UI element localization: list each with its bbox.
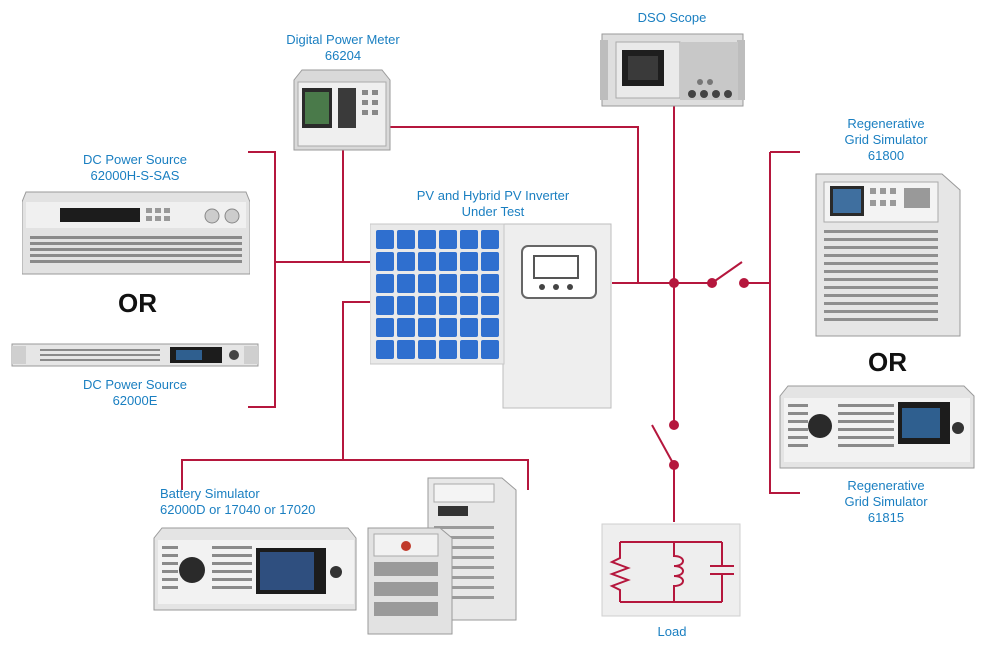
battery-label: Battery Simulator 62000D or 17040 or 170… bbox=[160, 486, 340, 518]
dc-source-1-device bbox=[22, 191, 250, 275]
grid-2-model: 61815 bbox=[867, 510, 905, 525]
grid-2-label: Regenerative Grid Simulator 61815 bbox=[826, 478, 946, 526]
solar-cell bbox=[439, 252, 457, 271]
dc-source-2-name: DC Power Source bbox=[82, 377, 188, 392]
solar-cell bbox=[397, 274, 415, 293]
solar-cell bbox=[376, 274, 394, 293]
solar-cell bbox=[460, 318, 478, 337]
solar-cell bbox=[376, 340, 394, 359]
dc-source-2-device bbox=[11, 343, 259, 367]
or-text-left: OR bbox=[118, 288, 157, 318]
solar-cell bbox=[481, 340, 499, 359]
dso-label: DSO Scope bbox=[637, 10, 707, 25]
battery-name: Battery Simulator bbox=[160, 486, 260, 501]
solar-cell bbox=[481, 296, 499, 315]
power-meter-label: Digital Power Meter 66204 bbox=[278, 32, 408, 64]
solar-cell bbox=[460, 230, 478, 249]
switch-contact bbox=[669, 420, 679, 430]
solar-cell bbox=[418, 296, 436, 315]
solar-cell bbox=[418, 318, 436, 337]
dc-source-2-label: DC Power Source 62000E bbox=[70, 377, 200, 409]
dc-source-2-model: 62000E bbox=[112, 393, 158, 408]
solar-cell bbox=[481, 318, 499, 337]
solar-cell bbox=[439, 340, 457, 359]
junction-dot bbox=[669, 278, 679, 288]
solar-cell bbox=[397, 296, 415, 315]
switch-contact bbox=[669, 460, 679, 470]
solar-cell bbox=[439, 274, 457, 293]
grid-2-type: Grid Simulator bbox=[844, 494, 928, 509]
pv-inverter-subtitle: Under Test bbox=[461, 204, 525, 219]
solar-cell bbox=[439, 296, 457, 315]
solar-cell bbox=[439, 230, 457, 249]
solar-cell bbox=[418, 230, 436, 249]
solar-cell bbox=[439, 318, 457, 337]
solar-cell bbox=[481, 252, 499, 271]
power-meter-name: Digital Power Meter bbox=[286, 32, 400, 47]
solar-cell bbox=[460, 296, 478, 315]
pv-inverter-name: PV and Hybrid PV Inverter bbox=[416, 188, 570, 203]
pv-inverter-label: PV and Hybrid PV Inverter Under Test bbox=[398, 188, 588, 220]
solar-cell bbox=[481, 274, 499, 293]
solar-cell bbox=[376, 252, 394, 271]
or-text-right: OR bbox=[868, 347, 907, 377]
solar-cell bbox=[460, 252, 478, 271]
power-meter-model: 66204 bbox=[324, 48, 362, 63]
grid-1-type: Grid Simulator bbox=[844, 132, 928, 147]
solar-cell bbox=[460, 274, 478, 293]
battery-model: 62000D or 17040 or 17020 bbox=[160, 502, 316, 517]
dc-source-1-label: DC Power Source 62000H-S-SAS bbox=[70, 152, 200, 184]
solar-cell bbox=[397, 318, 415, 337]
solar-cell bbox=[376, 296, 394, 315]
grid-2-name: Regenerative bbox=[847, 478, 925, 493]
solar-cell bbox=[460, 340, 478, 359]
grid-1-model: 61800 bbox=[867, 148, 905, 163]
battery-simulator-devices bbox=[153, 477, 517, 635]
solar-cell bbox=[397, 340, 415, 359]
dc-source-1-name: DC Power Source bbox=[82, 152, 188, 167]
grid-1-name: Regenerative bbox=[847, 116, 925, 131]
load-label: Load bbox=[657, 624, 687, 639]
dc-source-1-model: 62000H-S-SAS bbox=[90, 168, 180, 183]
grid-simulator-1-device bbox=[815, 173, 961, 337]
solar-cell bbox=[376, 318, 394, 337]
solar-cell bbox=[418, 252, 436, 271]
grid-1-label: Regenerative Grid Simulator 61800 bbox=[826, 116, 946, 164]
solar-cell bbox=[418, 340, 436, 359]
switch-contact bbox=[707, 278, 717, 288]
solar-cell bbox=[376, 230, 394, 249]
pv-inverter-device bbox=[370, 223, 612, 409]
solar-cell bbox=[397, 252, 415, 271]
load-device bbox=[601, 523, 741, 617]
solar-cell bbox=[481, 230, 499, 249]
solar-cell bbox=[397, 230, 415, 249]
solar-cell bbox=[418, 274, 436, 293]
switch-contact bbox=[739, 278, 749, 288]
dso-scope-device bbox=[600, 33, 745, 107]
grid-simulator-2-device bbox=[779, 385, 975, 469]
power-meter-device bbox=[293, 69, 391, 151]
